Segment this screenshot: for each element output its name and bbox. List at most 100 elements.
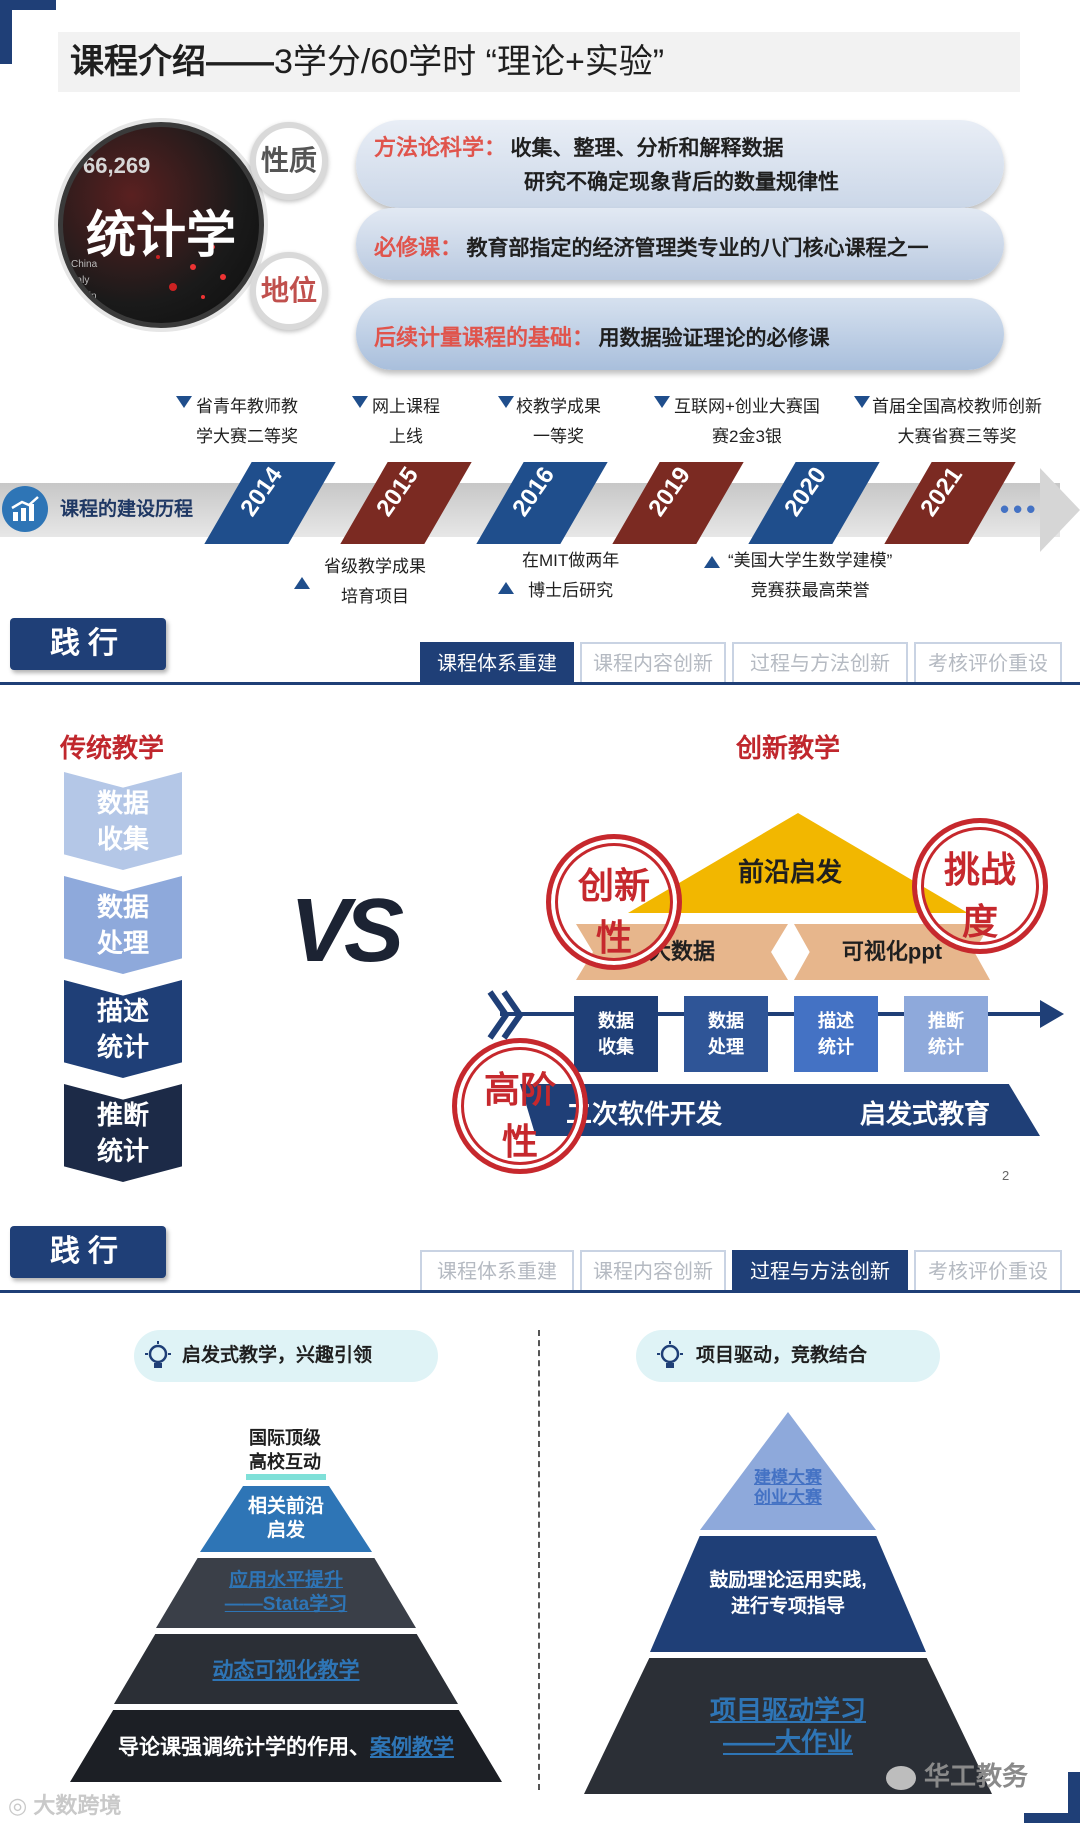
innov-box-2-l2: 处理	[708, 1037, 744, 1057]
frontier-label: 前沿启发	[738, 857, 843, 887]
trad-step-4-l2: 统计	[96, 1136, 149, 1166]
right-pyr-tier-1-l1: 建模大赛	[754, 1468, 822, 1487]
event-below-3-line2: 竞赛获最高荣誉	[750, 581, 870, 600]
marker-down-icon	[352, 396, 368, 408]
innovation-arrowhead	[1040, 1000, 1064, 1028]
marker-up-icon	[294, 577, 310, 589]
innovation-base	[520, 1084, 1040, 1136]
innov-box-4-l2: 统计	[928, 1037, 964, 1057]
practice-button-1[interactable]: 践行	[10, 618, 166, 670]
innov-box-4: 推断统计	[904, 996, 988, 1072]
section-divider-2	[0, 1290, 1080, 1293]
traditional-title: 传统教学	[60, 733, 165, 763]
title-bar	[58, 32, 1020, 92]
right-pyr-tier-2: 鼓励理论运用实践, 进行专项指导	[650, 1536, 926, 1652]
tab-process-method[interactable]: 过程与方法创新	[732, 642, 908, 682]
right-pyr-tier-2-l1: 鼓励理论运用实践,	[709, 1570, 867, 1591]
chart-icon	[2, 486, 48, 532]
innov-box-3: 描述统计	[794, 996, 878, 1072]
left-pyr-tier-4: 动态可视化教学	[114, 1634, 458, 1704]
method-divider	[538, 1330, 540, 1790]
watermark-right-text: 华工教务	[924, 1761, 1029, 1791]
marker-down-icon	[498, 396, 514, 408]
event-above-4-line1: 互联网+创业大赛国	[674, 397, 820, 416]
trad-step-1-l1: 数据	[96, 788, 149, 818]
innov-box-3-l1: 描述	[818, 1011, 854, 1031]
right-pyr-tier-3-l2: ——大作业	[722, 1727, 853, 1757]
stamp-high-order-b: 性	[501, 1121, 538, 1162]
right-pyr-tier-1: 建模大赛创业大赛	[700, 1412, 876, 1530]
tab2-curriculum-rebuild[interactable]: 课程体系重建	[420, 1250, 574, 1290]
innov-box-3-l2: 统计	[818, 1037, 854, 1057]
nature-bar-1-line2: 研究不确定现象背后的数量规律性	[524, 171, 839, 194]
marker-down-icon	[854, 396, 870, 408]
right-pyr-tier-2-l2: 进行专项指导	[730, 1596, 845, 1617]
tab2-content-innovation[interactable]: 课程内容创新	[580, 1250, 726, 1290]
marker-down-icon	[654, 396, 670, 408]
event-above-2-line2: 上线	[389, 427, 423, 446]
trad-step-2: 数据处理	[64, 876, 182, 974]
event-below-1: 省级教学成果 培育项目	[324, 552, 426, 612]
vs-label: VS	[290, 881, 404, 981]
watermark-right: 华工教务	[886, 1756, 1028, 1793]
page-title: 课程介绍——3学分/60学时 “理论+实验”	[70, 40, 664, 84]
lightbulb-icon	[142, 1340, 174, 1393]
trad-step-3-l2: 统计	[96, 1032, 149, 1062]
corner-mark	[0, 0, 56, 64]
bubble-heuristic-text: 启发式教学，兴趣引领	[182, 1345, 373, 1366]
weibo-icon: ◎	[8, 1793, 34, 1818]
event-above-3-line2: 一等奖	[533, 427, 584, 446]
trad-step-3: 描述统计	[64, 980, 182, 1078]
right-pyr-tier-3-l1: 项目驱动学习	[709, 1695, 866, 1725]
left-pyr-tier-2: 相关前沿启发	[200, 1486, 372, 1552]
event-above-1: 省青年教师教 学大赛二等奖	[196, 392, 298, 452]
stamp-high-order-a: 高阶	[483, 1069, 556, 1110]
left-pyr-tier-3: 应用水平提升——Stata学习	[156, 1558, 416, 1628]
tab-curriculum-rebuild[interactable]: 课程体系重建	[420, 642, 574, 682]
circle-number: 66,269	[83, 153, 151, 178]
event-below-3-line1: “美国大学生数学建模”	[728, 551, 893, 570]
innov-box-2: 数据处理	[684, 996, 768, 1072]
stamp-innovation-b: 性	[595, 917, 632, 958]
event-above-2: 网上课程 上线	[372, 392, 440, 452]
circle-title: 统计学	[86, 207, 236, 263]
pill-status: 地位	[250, 252, 328, 330]
innov-box-2-l1: 数据	[708, 1011, 744, 1031]
trad-step-2-l1: 数据	[96, 892, 149, 922]
double-chevron-icon	[487, 990, 524, 1040]
innov-box-1: 数据收集	[574, 996, 658, 1072]
left-pyr-tier-2-l2: 启发	[266, 1520, 305, 1541]
timeline-arrowhead	[1040, 468, 1080, 552]
event-above-5: 首届全国高校教师创新 大赛省赛三等奖	[872, 392, 1042, 452]
stamp-innovation-a: 创新	[577, 865, 650, 906]
tab-assessment-reset[interactable]: 考核评价重设	[914, 642, 1062, 682]
innov-box-1-l1: 数据	[598, 1011, 634, 1031]
stamp-challenge: 挑战 度	[912, 818, 1048, 954]
event-below-2-line1: 在MIT做两年	[522, 551, 620, 570]
stamp-challenge-b: 度	[961, 901, 998, 942]
left-pyr-tier-5-l1: 导论课强调统计学的作用、	[118, 1736, 370, 1759]
page-number: 2	[1002, 1168, 1010, 1183]
svg-text:Italy: Italy	[71, 275, 89, 286]
practice-button-2[interactable]: 践行	[10, 1226, 166, 1278]
event-below-1-line1: 省级教学成果	[324, 557, 426, 576]
bubble-project: 项目驱动，竞教结合	[636, 1330, 940, 1382]
lightbulb-icon	[654, 1340, 686, 1393]
nature-bar-2-line1: 教育部指定的经济管理类专业的八门核心课程之一	[466, 237, 929, 260]
marker-up-icon	[498, 582, 514, 594]
stamp-challenge-a: 挑战	[943, 849, 1016, 890]
heuristic-education: 启发式教育	[860, 1099, 991, 1129]
right-pyr-tier-3: 项目驱动学习——大作业	[584, 1658, 992, 1794]
title-main: 课程介绍——	[70, 43, 274, 81]
nature-bar-1-line1: 收集、整理、分析和解释数据	[510, 137, 784, 160]
statistics-circle: China Italy Spain 66,269 统计学	[58, 122, 264, 328]
watermark-left: ◎ 大数跨境	[8, 1788, 121, 1820]
tab-content-innovation[interactable]: 课程内容创新	[580, 642, 726, 682]
trad-step-4-l1: 推断	[96, 1100, 149, 1130]
event-below-3: “美国大学生数学建模” 竞赛获最高荣誉	[728, 546, 892, 606]
tab2-assessment-reset[interactable]: 考核评价重设	[914, 1250, 1062, 1290]
tab2-process-method[interactable]: 过程与方法创新	[732, 1250, 908, 1290]
left-pyr-tier-1-l1: 国际顶级	[249, 1428, 321, 1448]
timeline-more-dots: •••	[1000, 494, 1040, 524]
corner-mark-bottom	[1024, 1772, 1080, 1823]
